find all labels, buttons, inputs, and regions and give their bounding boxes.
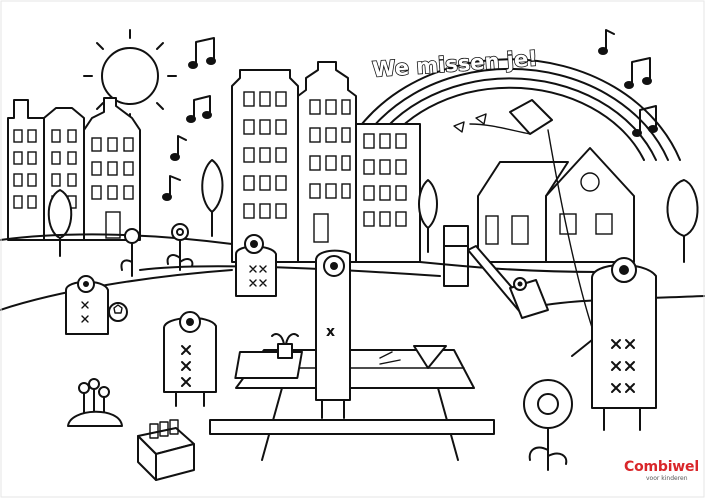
svg-text:x: x [326, 324, 335, 340]
sun [83, 29, 177, 123]
mascot-character [509, 277, 549, 319]
mascot-character [163, 311, 217, 407]
flower [166, 223, 194, 271]
mascot-character [235, 234, 277, 297]
picnic-table [209, 345, 495, 461]
logo-brand-text: Combiwel [624, 459, 699, 475]
flower [523, 379, 573, 471]
music-note-icon [162, 175, 181, 201]
combiwel-logo: Combiwel voor kinderen [624, 459, 702, 495]
canal-houses-center [231, 61, 421, 263]
mascot-character [65, 275, 109, 335]
flower [120, 228, 140, 277]
music-note-icon [170, 135, 187, 161]
music-note-icon [188, 37, 216, 69]
mascot-character: x [315, 249, 351, 419]
music-note-icon [598, 29, 615, 55]
soccer-ball [108, 302, 128, 322]
canal-houses-left [7, 97, 141, 241]
tree [201, 159, 224, 237]
music-note-icon [624, 57, 652, 89]
school-building [477, 147, 635, 263]
tree [47, 189, 73, 257]
mascot-character [571, 257, 657, 431]
music-note-icon [186, 95, 212, 123]
logo-tagline: voor kinderen [646, 475, 688, 482]
flower [67, 378, 123, 427]
potted-plant [271, 333, 299, 359]
tree [666, 179, 699, 263]
tree [418, 179, 438, 253]
marker-box [137, 419, 195, 481]
